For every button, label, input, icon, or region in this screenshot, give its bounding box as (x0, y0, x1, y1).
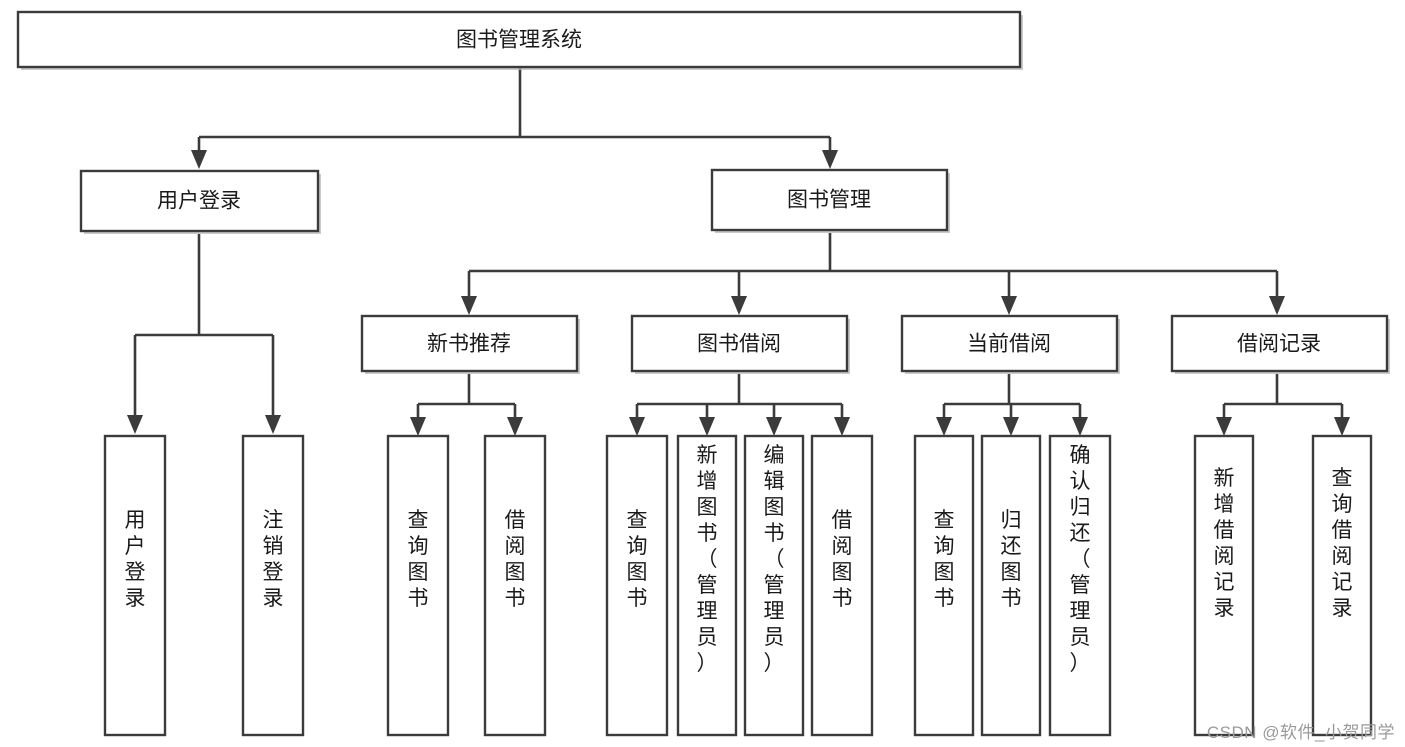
arrowhead-leaf-current-return (1003, 417, 1019, 436)
arrowhead-leaf-borrow-query (629, 417, 645, 436)
node-newbook-box (360, 314, 579, 373)
node-leaf-newbook-query-box (386, 434, 450, 737)
node-leaf-borrow-edit[interactable]: 编辑图书（管理员） (743, 434, 805, 737)
node-login-label: 用户登录 (157, 190, 241, 213)
arrowhead-leaf-user-logout (265, 415, 281, 434)
arrowhead-bookmgmt (822, 150, 838, 169)
arrowhead-leaf-user-login (127, 415, 143, 434)
node-leaf-record-query-label: 查询借阅记录 (1332, 467, 1353, 620)
node-leaf-record-add-label: 新增借阅记录 (1214, 467, 1235, 620)
node-leaf-current-confirm[interactable]: 确认归还（管理员） (1048, 434, 1112, 737)
node-leaf-user-logout[interactable]: 注销登录 (241, 434, 305, 737)
node-borrow-box (630, 314, 849, 373)
node-leaf-newbook-query[interactable]: 查询图书 (386, 434, 450, 737)
node-root[interactable]: 图书管理系统 (16, 10, 1023, 70)
node-leaf-borrow-add[interactable]: 新增图书（管理员） (676, 434, 738, 737)
node-root-label: 图书管理系统 (456, 29, 582, 52)
arrowhead-leaf-borrow-add (699, 417, 715, 436)
node-leaf-record-add-box (1193, 434, 1255, 737)
node-record[interactable]: 借阅记录 (1170, 314, 1390, 374)
node-leaf-borrow-edit-label: 编辑图书（管理员） (764, 444, 785, 675)
node-leaf-current-query-label: 查询图书 (934, 509, 955, 610)
node-leaf-user-logout-box (241, 434, 305, 737)
arrowhead-borrow (731, 296, 747, 315)
node-leaf-current-return-label: 归还图书 (1001, 509, 1022, 610)
node-leaf-borrow-add-label: 新增图书（管理员） (697, 444, 718, 675)
node-leaf-record-query-box (1311, 434, 1373, 737)
node-current-box (900, 314, 1119, 373)
node-borrow[interactable]: 图书借阅 (630, 314, 850, 374)
node-record-box (1170, 314, 1389, 373)
node-login-box (79, 169, 320, 233)
arrowhead-leaf-current-query (936, 417, 952, 436)
node-bookmgmt-label: 图书管理 (787, 189, 871, 212)
node-leaf-record-add[interactable]: 新增借阅记录 (1193, 434, 1255, 737)
node-leaf-current-query-box (913, 434, 975, 737)
node-leaf-user-logout-label: 注销登录 (263, 509, 284, 610)
node-leaf-borrow-query-box (605, 434, 669, 737)
node-leaf-borrow-add-box (676, 434, 738, 737)
node-leaf-newbook-borrow[interactable]: 借阅图书 (483, 434, 547, 737)
arrowhead-leaf-record-add (1216, 417, 1232, 436)
arrowhead-leaf-newbook-borrow (507, 417, 523, 436)
connector-layer (127, 68, 1350, 436)
node-leaf-current-return-box (980, 434, 1042, 737)
node-leaf-user-login-box (103, 434, 167, 737)
node-leaf-current-confirm-label: 确认归还（管理员） (1070, 444, 1091, 675)
node-root-box (16, 10, 1022, 69)
arrowhead-leaf-newbook-query (410, 417, 426, 436)
node-leaf-current-confirm-box (1048, 434, 1112, 737)
arrowhead-newbook (461, 296, 477, 315)
node-leaf-current-query[interactable]: 查询图书 (913, 434, 975, 737)
node-borrow-label: 图书借阅 (697, 333, 781, 356)
csdn-watermark: CSDN @软件_小贺同学 (1206, 723, 1395, 742)
node-leaf-newbook-borrow-box (483, 434, 547, 737)
arrowhead-login (191, 150, 207, 169)
node-leaf-newbook-borrow-label: 借阅图书 (505, 509, 526, 610)
node-leaf-user-login-label: 用户登录 (125, 509, 146, 610)
node-bookmgmt[interactable]: 图书管理 (710, 168, 950, 233)
node-newbook-label: 新书推荐 (427, 333, 511, 356)
node-leaf-current-return[interactable]: 归还图书 (980, 434, 1042, 737)
node-leaf-borrow-query-label: 查询图书 (627, 509, 648, 610)
node-leaf-record-query[interactable]: 查询借阅记录 (1311, 434, 1373, 737)
node-leaf-borrow-edit-box (743, 434, 805, 737)
arrowhead-leaf-borrow-lend (834, 417, 850, 436)
arrowhead-current (1001, 296, 1017, 315)
arrowhead-record (1269, 296, 1285, 315)
node-leaf-newbook-query-label: 查询图书 (408, 509, 429, 610)
node-leaf-borrow-lend-label: 借阅图书 (832, 509, 853, 610)
arrowhead-leaf-borrow-edit (766, 417, 782, 436)
node-login[interactable]: 用户登录 (79, 169, 321, 234)
node-newbook[interactable]: 新书推荐 (360, 314, 580, 374)
node-bookmgmt-box (710, 168, 949, 232)
node-current-label: 当前借阅 (967, 333, 1051, 356)
node-current[interactable]: 当前借阅 (900, 314, 1120, 374)
arrowhead-leaf-current-confirm (1072, 417, 1088, 436)
node-leaf-borrow-lend-box (810, 434, 874, 737)
node-leaf-borrow-query[interactable]: 查询图书 (605, 434, 669, 737)
arrowhead-leaf-record-query (1334, 417, 1350, 436)
node-leaf-user-login[interactable]: 用户登录 (103, 434, 167, 737)
node-record-label: 借阅记录 (1237, 333, 1321, 356)
node-leaf-borrow-lend[interactable]: 借阅图书 (810, 434, 874, 737)
